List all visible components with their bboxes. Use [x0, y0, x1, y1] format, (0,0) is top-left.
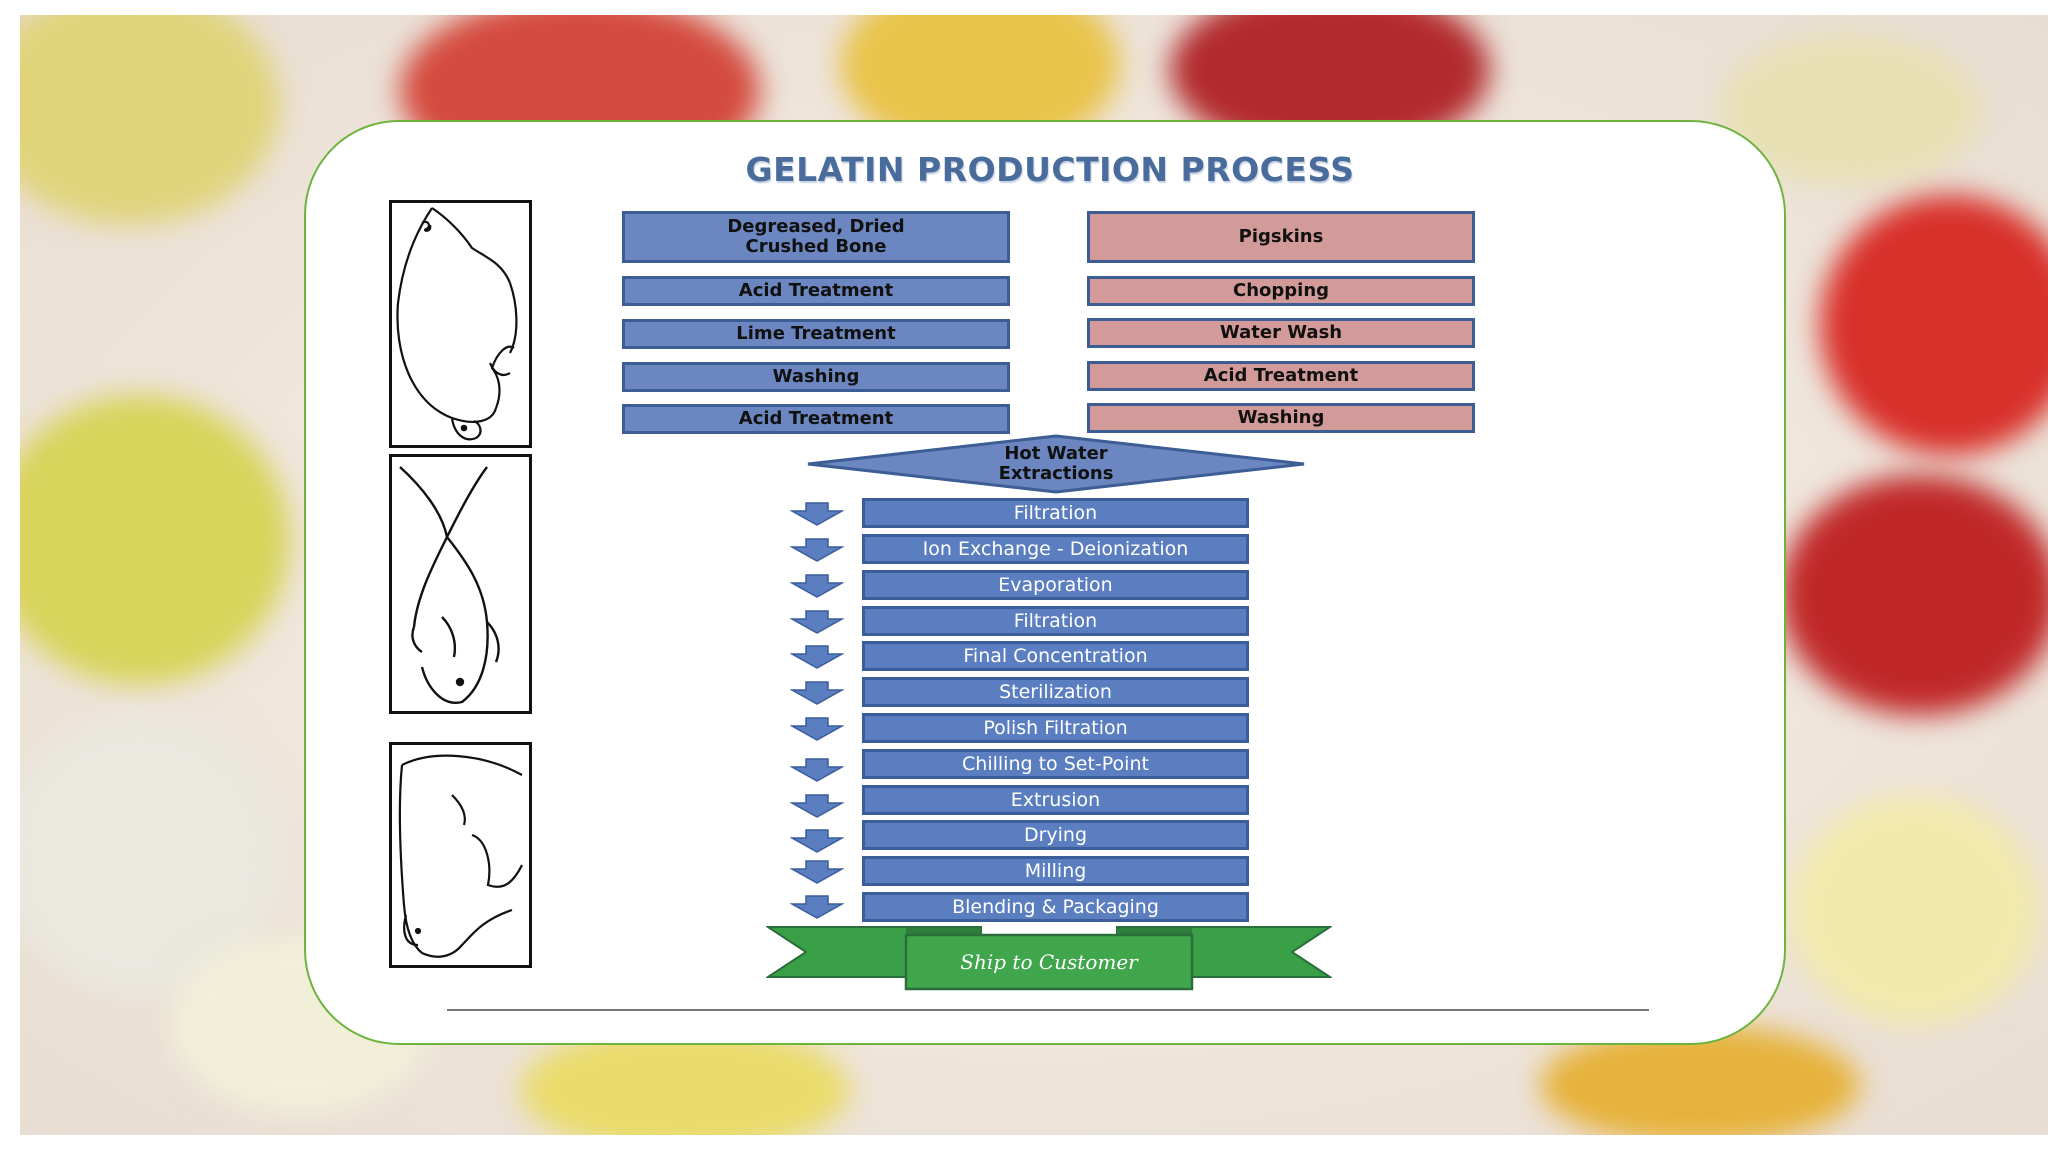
process-step-sterilization: Sterilization [862, 677, 1249, 707]
down-arrow-icon [790, 829, 844, 853]
process-step-polish-filtration: Polish Filtration [862, 713, 1249, 743]
down-arrow-icon [790, 758, 844, 782]
down-arrow-icon [790, 717, 844, 741]
down-arrow-icon [790, 895, 844, 919]
final-step-ship-to-customer: Ship to Customer [960, 950, 1138, 974]
pigskin-step-chopping: Chopping [1087, 276, 1475, 306]
process-step-evaporation: Evaporation [862, 570, 1249, 600]
pigskin-step-water-wash: Water Wash [1087, 318, 1475, 348]
fish-icon [389, 454, 532, 714]
bone-step-acid-treatment: Acid Treatment [622, 276, 1010, 306]
down-arrow-icon [790, 860, 844, 884]
ship-banner [766, 926, 1332, 991]
process-step-chilling: Chilling to Set-Point [862, 749, 1249, 779]
pig-icon [389, 200, 532, 448]
process-step-blending-packaging: Blending & Packaging [862, 892, 1249, 922]
process-step-milling: Milling [862, 856, 1249, 886]
bone-step-acid-treatment-2: Acid Treatment [622, 404, 1010, 434]
merge-hexagon [807, 434, 1305, 494]
down-arrow-icon [790, 538, 844, 562]
bone-step-crushed-bone: Degreased, Dried Crushed Bone [622, 211, 1010, 263]
process-step-filtration-2: Filtration [862, 606, 1249, 636]
bone-step-washing: Washing [622, 362, 1010, 392]
down-arrow-icon [790, 610, 844, 634]
merge-step-hot-water-extractions: Hot Water Extractions [998, 443, 1114, 484]
down-arrow-icon [790, 794, 844, 818]
down-arrow-icon [790, 645, 844, 669]
divider-line [447, 1009, 1649, 1011]
process-step-extrusion: Extrusion [862, 785, 1249, 815]
process-step-drying: Drying [862, 820, 1249, 850]
diagram-title: GELATIN PRODUCTION PROCESS [745, 150, 1355, 189]
pigskin-step-pigskins: Pigskins [1087, 211, 1475, 263]
process-step-final-concentration: Final Concentration [862, 641, 1249, 671]
down-arrow-icon [790, 574, 844, 598]
bone-step-lime-treatment: Lime Treatment [622, 319, 1010, 349]
process-step-filtration: Filtration [862, 498, 1249, 528]
down-arrow-icon [790, 502, 844, 526]
down-arrow-icon [790, 681, 844, 705]
process-step-ion-exchange: Ion Exchange - Deionization [862, 534, 1249, 564]
pigskin-step-washing: Washing [1087, 403, 1475, 433]
pigskin-step-acid-treatment: Acid Treatment [1087, 361, 1475, 391]
cow-icon [389, 742, 532, 968]
